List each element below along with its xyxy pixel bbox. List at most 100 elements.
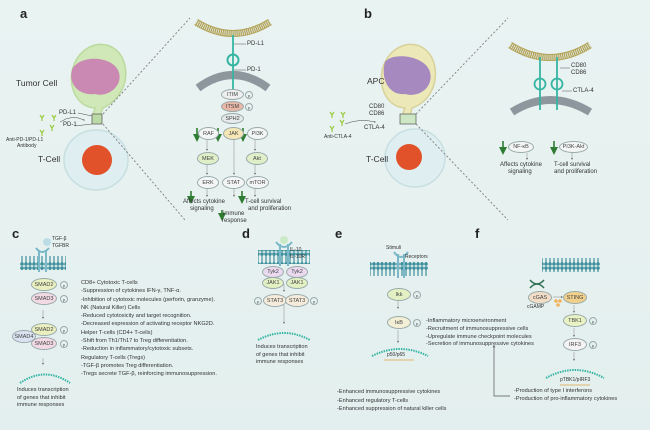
node-pi3k-akt: PI3K-Akt xyxy=(559,141,588,153)
outcome-d: Induces transcription of genes that inhi… xyxy=(256,344,308,367)
node-smad2-complex: SMAD2 xyxy=(31,323,57,336)
phospho-itim: p xyxy=(245,91,253,99)
outcome-immune-2: response xyxy=(222,218,247,224)
effect-item: -Reduced cytotoxicity and target recogni… xyxy=(81,313,192,320)
dna-arc-f xyxy=(545,369,605,379)
zoom-pdl1-label: PD-L1 xyxy=(247,41,265,47)
outcome-f-item: -Production of pro-inflammatory cytokine… xyxy=(514,395,618,402)
tgfb-label: TGF-β xyxy=(52,236,67,242)
panel-label-c: c xyxy=(12,226,20,241)
tgfbr-label: TGFBR xyxy=(52,243,69,249)
phospho-itsm: p xyxy=(245,103,253,111)
membrane-c xyxy=(20,256,66,270)
panel-label-b: b xyxy=(364,6,372,21)
outcome-cytokine-b2: signaling xyxy=(508,169,532,175)
synapse-box-a xyxy=(91,113,103,125)
outcome-survival-b2: and proliferation xyxy=(554,169,598,175)
node-jak1-left: JAK1 xyxy=(262,277,284,289)
outcome-immune-1: immune xyxy=(223,211,245,217)
outcome-survival-a2: and proliferation xyxy=(248,206,292,212)
membrane-f xyxy=(542,258,600,272)
outcome-c: Induces transcription of genes that inhi… xyxy=(17,387,69,410)
dna-arc-c xyxy=(19,373,71,384)
phospho-ikk: p xyxy=(413,291,421,299)
outcome-e-item: -Enhanced suppression of natural killer … xyxy=(337,406,447,413)
t-cell-membrane-b xyxy=(509,96,593,116)
outcomes-e: -Enhanced immunosuppressive cytokines -E… xyxy=(337,388,446,414)
outcome-d-line: Induces transcription xyxy=(256,344,308,350)
outcome-e-item: -Enhanced immunosuppressive cytokines xyxy=(337,389,441,395)
tgfb-ligand xyxy=(43,238,51,246)
ptbk1-pirf3-label: pTBK1/pIRF3 xyxy=(560,377,591,383)
panel-d-graphics xyxy=(257,236,311,341)
tme-effect-item: -Secretion of immunosuppressive cytokine… xyxy=(426,341,534,348)
cgamp-icon xyxy=(554,299,562,307)
dna-icon xyxy=(529,279,545,289)
tme-effect-item: -Upregulate immune checkpoint molecules xyxy=(426,333,532,340)
node-smad3-complex: SMAD3 xyxy=(31,337,57,350)
outcome-cytokine-a2: signaling xyxy=(190,206,214,212)
phospho-smad2: p xyxy=(60,281,68,289)
node-jak: JAK xyxy=(223,127,244,140)
node-smad2: SMAD2 xyxy=(31,278,57,291)
node-mek: MEK xyxy=(197,152,219,165)
t-cell-b-nucleus xyxy=(396,144,422,170)
tme-effect-item: -Recruitment of immunosuppressive cells xyxy=(426,325,529,332)
node-nfkb: NF-κB xyxy=(508,141,534,153)
receptors-label: Receptors xyxy=(405,254,428,260)
node-stat3-left: STAT3 xyxy=(263,294,287,307)
antibody-label-a2: Antibody xyxy=(17,143,37,149)
node-stat3-right: STAT3 xyxy=(285,294,309,307)
panel-b-zoom xyxy=(499,41,593,160)
node-cgas: cGAS xyxy=(528,291,552,304)
zoom-pd1-label: PD-1 xyxy=(247,67,261,73)
outcome-survival-b1: T-cell survival xyxy=(554,162,591,168)
apc-label: APC xyxy=(367,76,385,86)
node-itim: ITIM xyxy=(221,89,244,100)
t-cell-label-b: T-Cell xyxy=(366,154,389,164)
antibody-label-a1: Anti-PD-1/PD-L1 xyxy=(6,137,44,143)
tme-effect-item: -Inflammatory microenvironment xyxy=(426,318,507,324)
synapse-box-b xyxy=(399,113,417,125)
outcome-f-item: -Production of type I interferons xyxy=(514,388,593,394)
outcome-d-line: of genes that inhibit xyxy=(256,351,305,358)
node-irf3: IRF3 xyxy=(563,338,587,351)
panel-b-cells xyxy=(329,17,509,221)
outcome-d-line: immune responses xyxy=(256,359,304,365)
effect-item: -Suppression of cytokines IFN-γ, TNF-α. xyxy=(81,288,181,295)
node-akt: Akt xyxy=(246,152,268,165)
node-ikb: IκB xyxy=(387,316,411,329)
panel-label-e: e xyxy=(335,226,343,241)
panel-label-a: a xyxy=(20,6,28,21)
tgfbr-receptor xyxy=(38,250,47,272)
effect-item: -Decreased expression of activating rece… xyxy=(81,321,215,328)
effect-heading: NK (Natural Killer) Cells xyxy=(81,304,141,311)
pdl1-label: PD-L1 xyxy=(59,110,77,116)
node-tbk1: TBK1 xyxy=(563,314,587,327)
zoom-cd80-label: CD80 xyxy=(571,63,587,69)
outcomes-f: -Production of type I interferons -Produ… xyxy=(514,388,617,403)
dna-arc-d xyxy=(257,332,311,341)
effect-item: -Reduction in inflammatory/cytotoxic sub… xyxy=(81,346,194,353)
zoom-cd86-label: CD86 xyxy=(571,70,587,76)
membrane-d xyxy=(258,250,310,264)
feedback-arrow xyxy=(492,344,510,397)
node-itsm: ITSM xyxy=(221,101,244,112)
node-sph2: SPH2 xyxy=(221,113,244,124)
node-smad3: SMAD3 xyxy=(31,292,57,305)
t-cell-label-a: T-Cell xyxy=(38,154,61,164)
effect-heading: Helper T-cells (CD4+ T-cells) xyxy=(81,329,153,336)
il10-label: IL-10 xyxy=(290,247,302,253)
stimuli-label: Stimuli xyxy=(386,245,402,251)
phospho-stat3-right: p xyxy=(310,297,318,305)
outcome-e-item: -Enhanced regulatory T-cells xyxy=(337,397,409,404)
effect-heading: Regulatory T-cells (Tregs) xyxy=(81,354,146,361)
phospho-smad3-complex: p xyxy=(60,340,68,348)
outcome-c-line: of genes that inhibit xyxy=(17,394,66,401)
outcome-c-line: Induces transcription xyxy=(17,387,69,393)
dna-arc-e xyxy=(371,348,429,357)
node-erk: ERK xyxy=(197,176,219,189)
phospho-smad2-complex: p xyxy=(60,326,68,334)
